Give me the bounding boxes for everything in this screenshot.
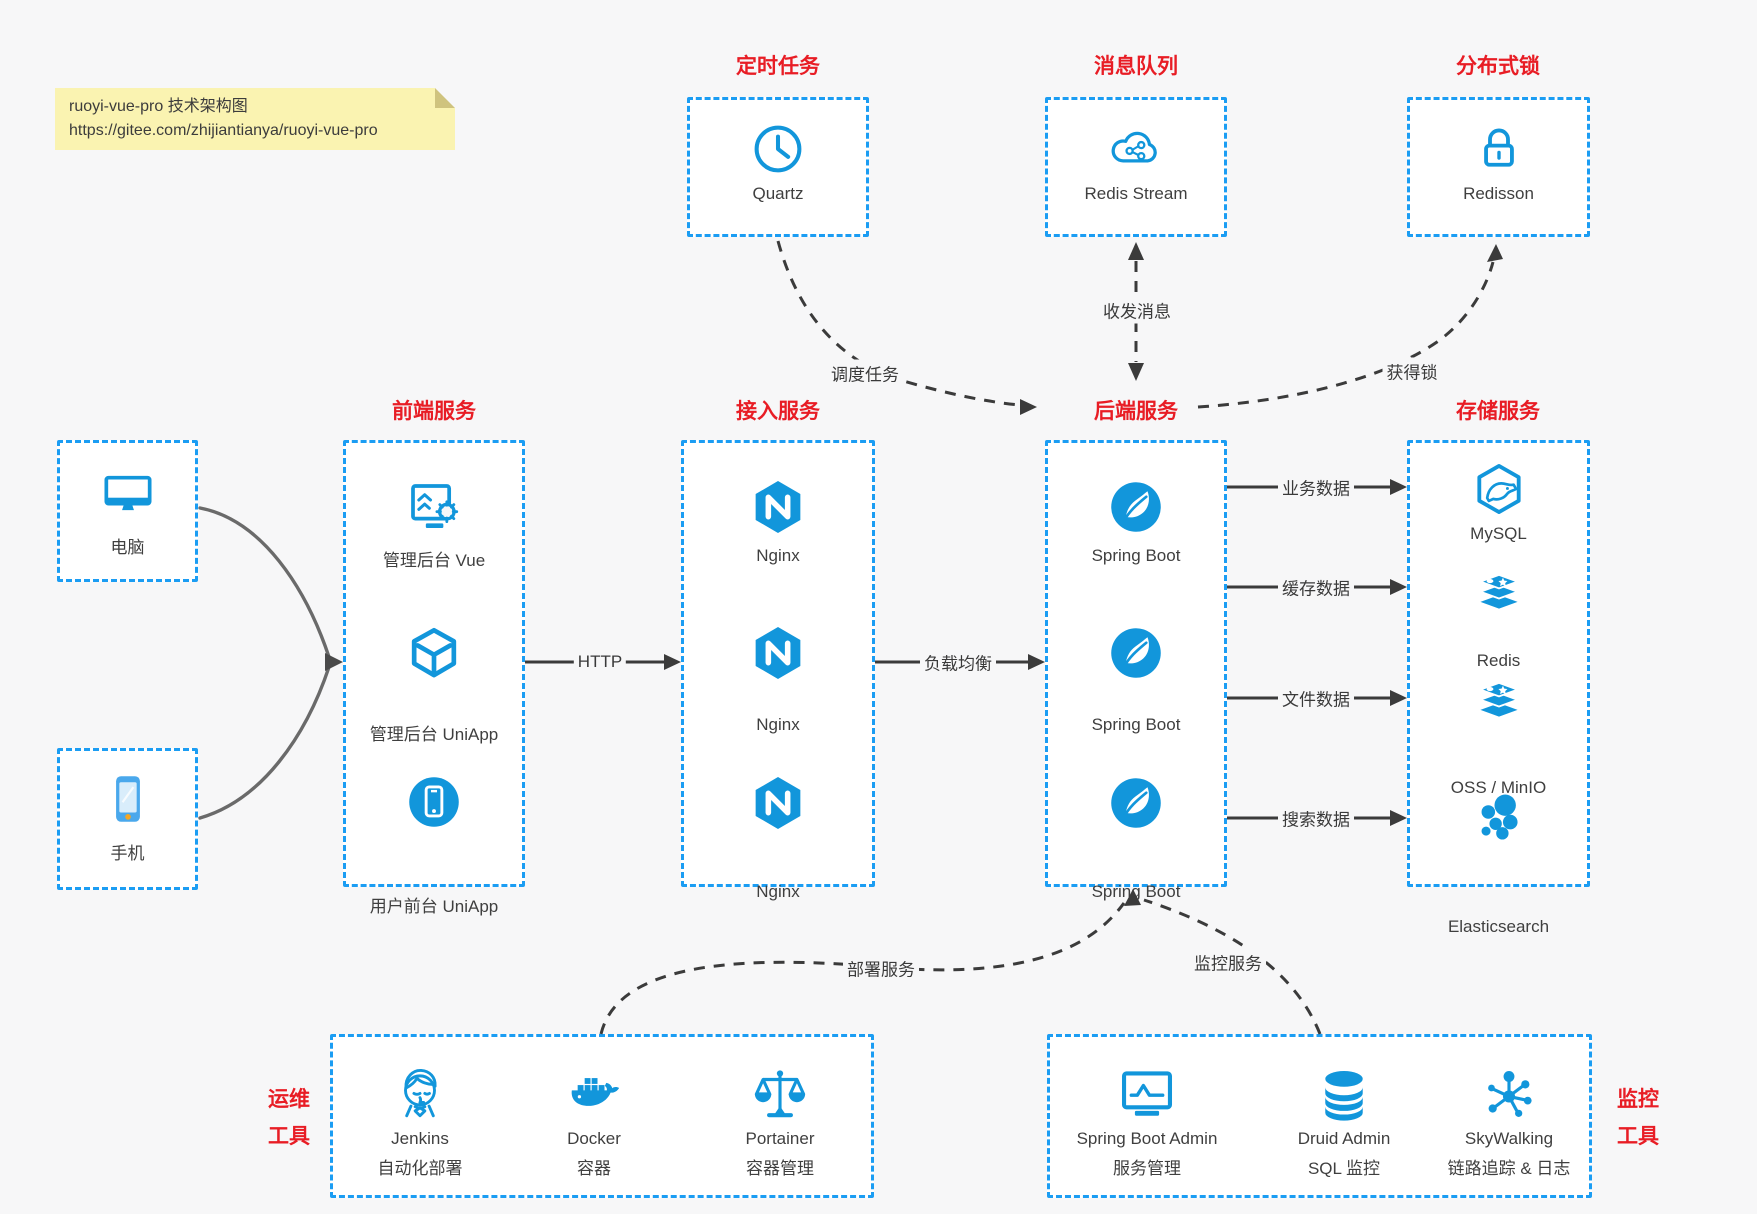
computer-icon [102,469,154,521]
user-app-icon [405,773,463,831]
skywalking-icon [1480,1065,1538,1123]
node-redis-stream[interactable]: Redis Stream [1045,97,1227,237]
node-label: 管理后台 UniApp [369,725,499,744]
vue-admin-icon [406,479,462,535]
phone-icon [102,773,154,825]
node-label: 手机 [110,844,145,863]
elasticsearch-icon [1472,790,1526,844]
node-label: Nginx [756,715,800,734]
mysql-icon [1472,462,1526,516]
group-frontend-services[interactable]: 管理后台 Vue 管理后台 UniApp 用户前台 UniApp [343,440,525,916]
spring-boot-icon [1107,774,1165,832]
node-label: 用户前台 UniApp [369,897,499,916]
spring-boot-icon [1107,624,1165,682]
node-redisson[interactable]: Redisson [1407,97,1590,237]
tool-desc: 服务管理 [1113,1159,1181,1178]
redisson-lock-icon [1472,122,1526,176]
uniapp-cube-icon [406,625,462,681]
edge-label-cache-data: 缓存数据 [1278,573,1354,601]
group-backend-services[interactable]: Spring Boot Spring Boot Spring Boot [1045,440,1227,901]
group-title-access: 接入服务 [736,400,820,423]
edge-acquire-lock [1197,261,1495,409]
node-label: Nginx [756,546,800,565]
node-label: 电脑 [110,538,145,557]
edge-mobile-to-frontend [198,665,331,820]
edge-label-monitor-service: 监控服务 [1190,948,1266,976]
group-access-services[interactable]: Nginx Nginx Nginx [681,440,875,901]
tool-desc: SQL 监控 [1307,1159,1381,1178]
edge-label-send-receive-msg: 收发消息 [1099,296,1175,324]
tool-desc: 自动化部署 [377,1159,463,1178]
node-label: OSS / MinIO [1450,778,1547,797]
node-label: Spring Boot [1091,882,1181,901]
note-fold-corner [435,88,455,108]
node-mobile-client[interactable]: 手机 [57,748,198,890]
group-title-ops-tools: 运维 工具 [268,1088,310,1148]
node-label: 管理后台 Vue [382,551,486,570]
edge-pc-to-frontend [198,506,331,659]
tool-desc: 容器管理 [746,1159,814,1178]
group-title-backend: 后端服务 [1094,400,1178,423]
note-url: https://gitee.com/zhijiantianya/ruoyi-vu… [69,122,378,139]
node-label: Redis Stream [1084,184,1188,203]
druid-db-icon [1315,1065,1373,1123]
tool-name: Docker [567,1129,621,1148]
jenkins-icon [391,1065,449,1123]
node-quartz[interactable]: Quartz [687,97,869,237]
redis-stream-cloud-icon [1108,120,1164,176]
edge-label-search-data: 搜索数据 [1278,804,1354,832]
spring-boot-icon [1107,478,1165,536]
edge-label-load-balance: 负载均衡 [920,648,996,676]
node-label: Quartz [752,184,804,203]
tool-name: Druid Admin [1297,1129,1391,1148]
group-title-frontend: 前端服务 [392,400,476,423]
node-label: Spring Boot [1091,546,1181,565]
node-label: Nginx [756,882,800,901]
node-label: Elasticsearch [1447,917,1550,936]
arrowhead [325,653,343,671]
node-label: Redisson [1463,184,1534,203]
redis-stack-icon [1472,567,1526,621]
group-ops-tools[interactable]: Jenkins 自动化部署 Docker 容器 Portainer 容器管理 [330,1034,874,1198]
note-title: ruoyi-vue-pro 技术架构图 [69,98,248,115]
group-storage-services[interactable]: MySQL Redis OSS / MinIO Elasticsearch [1407,440,1590,936]
node-label: Redis [1476,651,1521,670]
node-pc-client[interactable]: 电脑 [57,440,198,582]
tool-name: Spring Boot Admin [1076,1129,1218,1148]
group-title-storage: 存储服务 [1456,400,1540,423]
group-title-monitor-tools: 监控 工具 [1617,1088,1659,1148]
tool-name: Jenkins [391,1129,449,1148]
edge-label-business-data: 业务数据 [1278,473,1354,501]
portainer-scales-icon [751,1065,809,1123]
edge-label-schedule-task: 调度任务 [827,359,903,387]
sticky-note[interactable]: ruoyi-vue-pro 技术架构图 https://gitee.com/zh… [55,88,455,150]
nginx-icon [749,774,807,832]
edge-label-http: HTTP [573,651,627,673]
edge-label-acquire-lock: 获得锁 [1382,357,1442,385]
oss-minio-icon [1472,675,1526,729]
edge-label-file-data: 文件数据 [1278,684,1354,712]
group-monitor-tools[interactable]: Spring Boot Admin 服务管理 Druid Admin SQL 监… [1047,1034,1592,1198]
tool-name: SkyWalking [1464,1129,1554,1148]
group-title-message-queue: 消息队列 [1094,55,1178,78]
group-title-scheduled-tasks: 定时任务 [736,55,820,78]
spring-boot-admin-icon [1118,1065,1176,1123]
node-label: Spring Boot [1091,715,1181,734]
tool-desc: 容器 [577,1159,611,1178]
docker-whale-icon [566,1067,622,1123]
node-label: MySQL [1470,524,1527,543]
quartz-clock-icon [751,122,805,176]
tool-name: Portainer [745,1129,815,1148]
nginx-icon [749,478,807,536]
group-title-distributed-lock: 分布式锁 [1456,55,1540,78]
tool-desc: 链路追踪 & 日志 [1447,1159,1571,1178]
edge-label-deploy-service: 部署服务 [843,954,919,982]
nginx-icon [749,624,807,682]
